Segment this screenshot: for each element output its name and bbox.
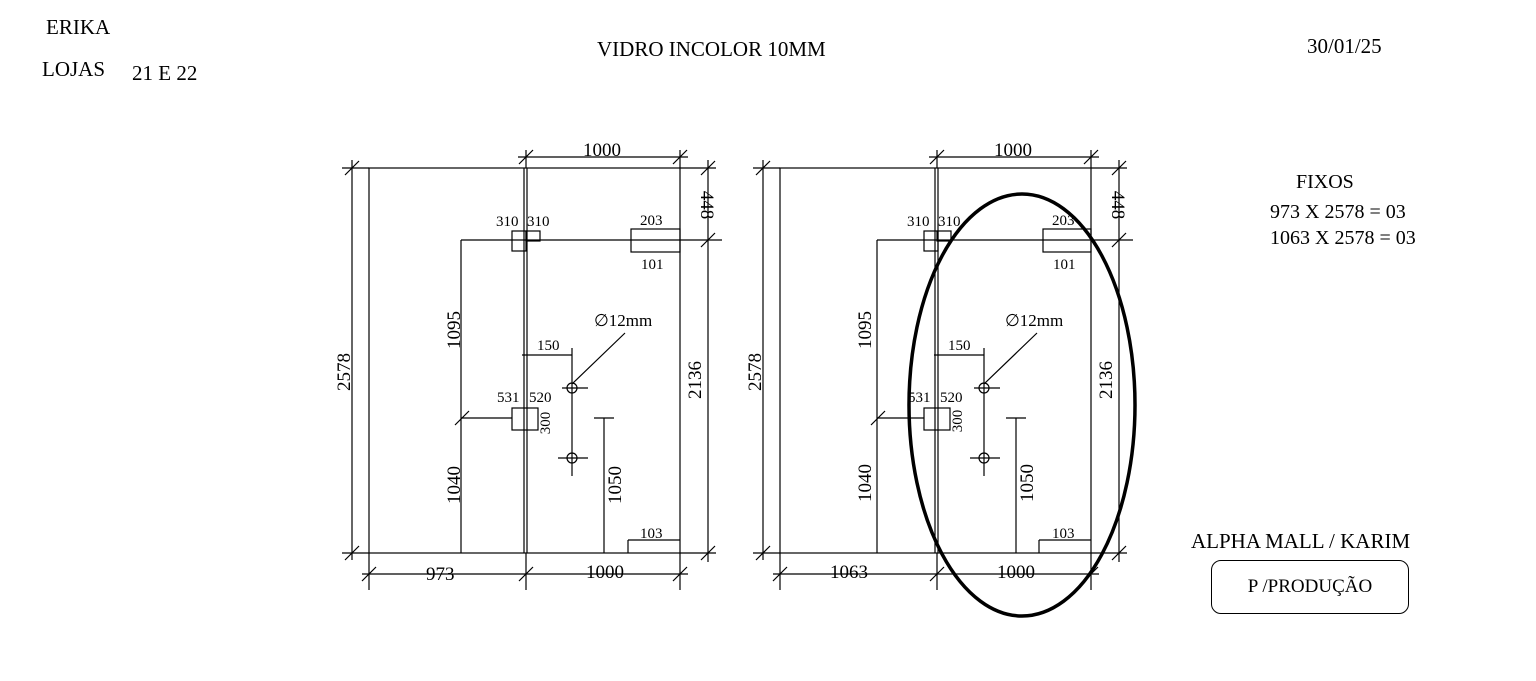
dim-height-upper: 1095 bbox=[855, 311, 876, 349]
hole-spacing: 300 bbox=[538, 412, 554, 435]
dim-width-fixed: 973 bbox=[426, 564, 455, 585]
dim-handle-height: 1050 bbox=[605, 466, 626, 504]
fixos-line-2: 1063 X 2578 = 03 bbox=[1270, 227, 1416, 249]
production-status: P /PRODUÇÃO bbox=[1247, 576, 1373, 597]
hole-offset: 150 bbox=[537, 338, 560, 354]
hinge-top-left: 310 bbox=[907, 214, 930, 230]
dim-width-door-top: 1000 bbox=[583, 140, 621, 161]
hole-spacing: 300 bbox=[950, 410, 966, 433]
date: 30/01/25 bbox=[1307, 34, 1382, 58]
dim-handle-height: 1050 bbox=[1017, 464, 1038, 502]
bottom-cut: 103 bbox=[1052, 526, 1075, 542]
project-name: ALPHA MALL / KARIM bbox=[1191, 529, 1411, 553]
production-badge: P /PRODUÇÃO bbox=[1211, 560, 1409, 614]
hinge-mid-left: 531 bbox=[908, 390, 931, 406]
hole-offset: 150 bbox=[948, 338, 971, 354]
dim-width-door: 1000 bbox=[997, 562, 1035, 583]
client-name: ERIKA bbox=[46, 15, 111, 39]
bottom-cut: 103 bbox=[640, 526, 663, 542]
lock-height: 101 bbox=[1053, 257, 1076, 273]
hinge-top-left: 310 bbox=[496, 214, 519, 230]
dim-width-door-top: 1000 bbox=[994, 140, 1032, 161]
dim-height-door: 2136 bbox=[685, 361, 706, 399]
dim-height-lower: 1040 bbox=[855, 464, 876, 502]
fixos-title: FIXOS bbox=[1296, 171, 1354, 193]
hinge-mid-right: 520 bbox=[940, 390, 963, 406]
page-title: VIDRO INCOLOR 10MM bbox=[597, 37, 826, 61]
dim-height-upper: 1095 bbox=[444, 311, 465, 349]
lock-width: 203 bbox=[1052, 213, 1075, 229]
fixos-line-1: 973 X 2578 = 03 bbox=[1270, 201, 1406, 223]
dim-width-fixed: 1063 bbox=[830, 562, 868, 583]
dim-top-gap: 448 bbox=[1107, 191, 1128, 220]
stores-value: 21 E 22 bbox=[132, 61, 198, 85]
drawing-1 bbox=[342, 149, 722, 590]
dim-height-total: 2578 bbox=[745, 353, 766, 391]
stores-label: LOJAS bbox=[42, 57, 106, 81]
dim-top-gap: 448 bbox=[696, 191, 717, 220]
dim-width-door: 1000 bbox=[586, 562, 624, 583]
hinge-top-right: 310 bbox=[938, 214, 961, 230]
dim-height-total: 2578 bbox=[334, 353, 355, 391]
dim-height-door: 2136 bbox=[1096, 361, 1117, 399]
lock-width: 203 bbox=[640, 213, 663, 229]
hole-diameter: ∅12mm bbox=[594, 311, 652, 330]
dim-height-lower: 1040 bbox=[444, 466, 465, 504]
drawing-2 bbox=[753, 149, 1133, 590]
highlight-ellipse bbox=[907, 192, 1137, 618]
hinge-mid-left: 531 bbox=[497, 390, 520, 406]
hinge-mid-right: 520 bbox=[529, 390, 552, 406]
hinge-top-right: 310 bbox=[527, 214, 550, 230]
hole-diameter: ∅12mm bbox=[1005, 311, 1063, 330]
lock-height: 101 bbox=[641, 257, 664, 273]
